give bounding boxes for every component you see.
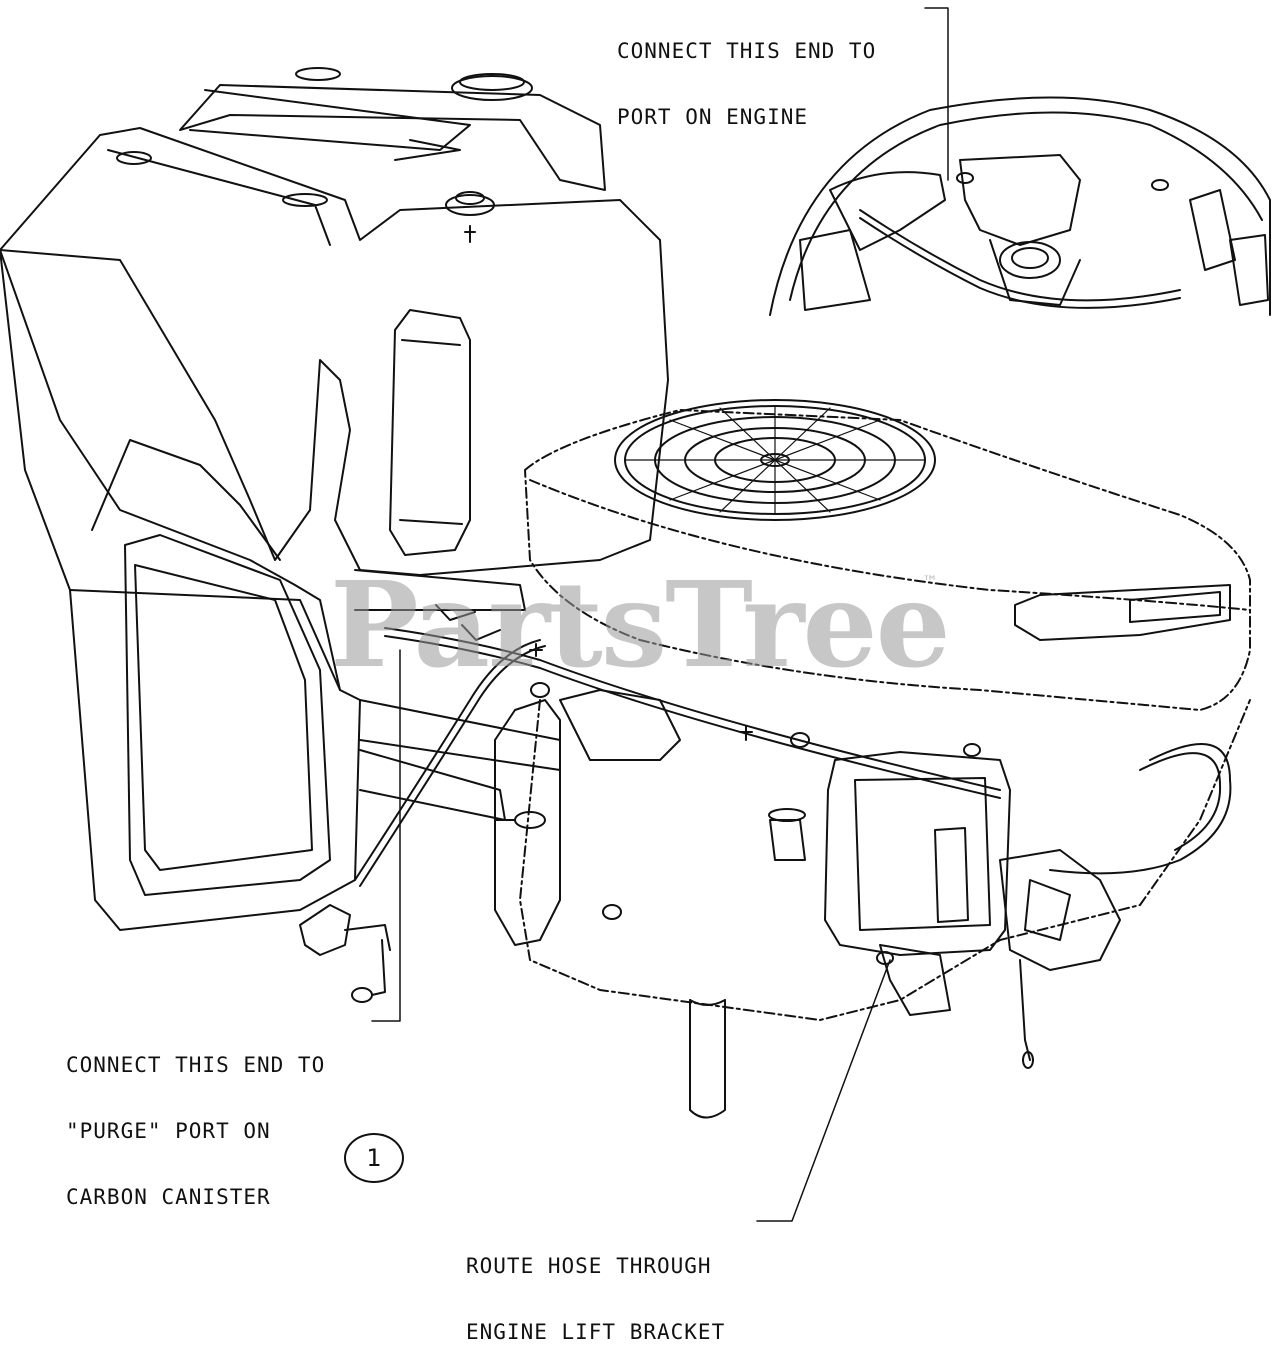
callout-purge-port-line1: CONNECT THIS END TO	[66, 1053, 326, 1077]
callout-lift-bracket-line2: ENGINE LIFT BRACKET	[466, 1320, 726, 1344]
callout-lift-bracket-line1: ROUTE HOSE THROUGH	[466, 1254, 712, 1278]
reference-number-badge: 1	[344, 1133, 404, 1183]
fuel-tank-assembly	[0, 67, 1001, 1003]
inset-detail-view	[769, 96, 1271, 316]
leader-lines	[371, 7, 949, 1222]
callout-lift-bracket: ROUTE HOSE THROUGH ENGINE LIFT BRACKET	[466, 1211, 725, 1365]
trademark-symbol: ™	[922, 572, 938, 591]
callout-engine-port: CONNECT THIS END TO PORT ON ENGINE	[617, 0, 876, 150]
callout-purge-port-line2: "PURGE" PORT ON	[66, 1119, 271, 1143]
callout-purge-port: CONNECT THIS END TO "PURGE" PORT ON CARB…	[66, 1010, 325, 1230]
exploded-parts-diagram	[0, 7, 1271, 1222]
callout-purge-port-line3: CARBON CANISTER	[66, 1185, 271, 1209]
callout-engine-port-line1: CONNECT THIS END TO	[617, 39, 877, 63]
parts-tree-watermark: PartsTree	[330, 555, 951, 694]
callout-engine-port-line2: PORT ON ENGINE	[617, 105, 809, 129]
engine-assembly	[494, 399, 1251, 1119]
